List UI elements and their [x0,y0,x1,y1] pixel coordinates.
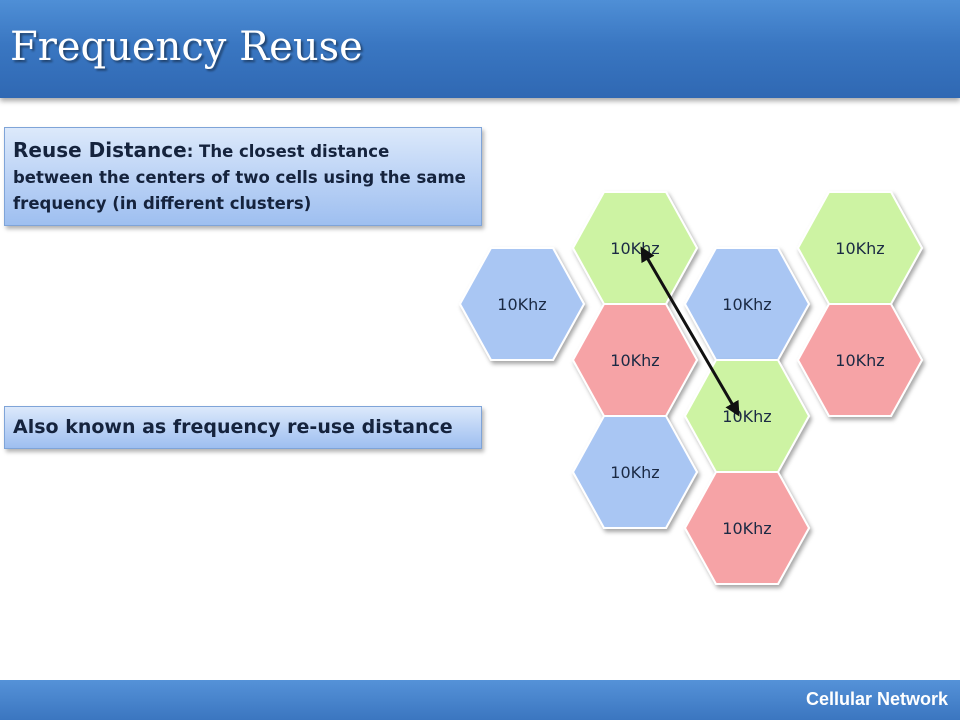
reuse-distance-callout: Reuse Distance: The closest distance bet… [4,127,482,226]
hex-cell-label: 10Khz [610,351,659,370]
footer-label: Cellular Network [805,689,948,709]
hex-cell-red: 10Khz [683,471,811,585]
hex-cell-red: 10Khz [796,303,924,417]
hex-cell-green: 10Khz [571,191,699,305]
footer-bar: Cellular Network [0,680,960,720]
hex-cell-label: 10Khz [610,463,659,482]
hex-cell-blue: 10Khz [571,415,699,529]
hex-cell-label: 10Khz [722,407,771,426]
hex-cell-green: 10Khz [796,191,924,305]
aka-text: Also known as frequency re-use distance [13,416,453,438]
hex-cell-label: 10Khz [722,519,771,538]
hex-cell-blue: 10Khz [458,247,586,361]
hex-cell-shape [683,471,811,585]
hex-cell-green: 10Khz [683,359,811,473]
hex-cell-blue: 10Khz [683,247,811,361]
hex-cell-label: 10Khz [722,295,771,314]
hex-cell-shape [796,303,924,417]
slide-title: Frequency Reuse [10,24,363,70]
hex-cell-label: 10Khz [835,351,884,370]
reuse-distance-arrow [640,246,740,417]
hex-cell-label: 10Khz [497,295,546,314]
title-bar: Frequency Reuse [0,0,960,98]
reuse-distance-definition: : The closest distance between the cente… [13,142,466,213]
reuse-distance-term: Reuse Distance [13,138,187,162]
hex-cell-red: 10Khz [571,303,699,417]
hex-cell-label: 10Khz [610,239,659,258]
hex-cell-shape [458,247,586,361]
aka-callout: Also known as frequency re-use distance [4,406,482,449]
hex-cell-label: 10Khz [835,239,884,258]
